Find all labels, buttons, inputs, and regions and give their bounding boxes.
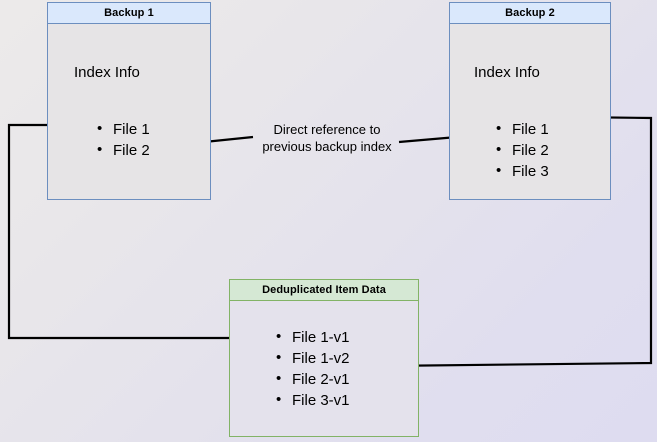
- backup2-body: Index Info File 1 File 2 File 3: [450, 24, 610, 199]
- backup1-file-list: File 1 File 2: [96, 118, 150, 161]
- list-item: File 1: [495, 118, 549, 140]
- list-item: File 2-v1: [275, 368, 350, 390]
- backup1-body: Index Info File 1 File 2: [48, 24, 210, 199]
- deduplicated-item-data-box[interactable]: Deduplicated Item Data File 1-v1 File 1-…: [229, 279, 419, 437]
- list-item: File 3: [495, 160, 549, 182]
- list-item: File 1-v2: [275, 347, 350, 369]
- list-item: File 2: [495, 139, 549, 161]
- backup2-box[interactable]: Backup 2 Index Info File 1 File 2 File 3: [449, 2, 611, 200]
- backup1-index-info-label: Index Info: [74, 64, 140, 81]
- backup2-file-list: File 1 File 2 File 3: [495, 118, 549, 182]
- backup2-index-info-label: Index Info: [474, 64, 540, 81]
- backup2-header: Backup 2: [450, 3, 610, 24]
- direct-reference-annotation: Direct reference to previous backup inde…: [262, 122, 392, 154]
- backup1-header: Backup 1: [48, 3, 210, 24]
- deduplicated-item-data-header: Deduplicated Item Data: [230, 280, 418, 301]
- list-item: File 1: [96, 118, 150, 140]
- list-item: File 1-v1: [275, 326, 350, 348]
- dedup-file-list: File 1-v1 File 1-v2 File 2-v1 File 3-v1: [275, 326, 350, 411]
- backup1-box[interactable]: Backup 1 Index Info File 1 File 2: [47, 2, 211, 200]
- list-item: File 3-v1: [275, 389, 350, 411]
- deduplicated-item-data-body: File 1-v1 File 1-v2 File 2-v1 File 3-v1: [230, 301, 418, 436]
- list-item: File 2: [96, 139, 150, 161]
